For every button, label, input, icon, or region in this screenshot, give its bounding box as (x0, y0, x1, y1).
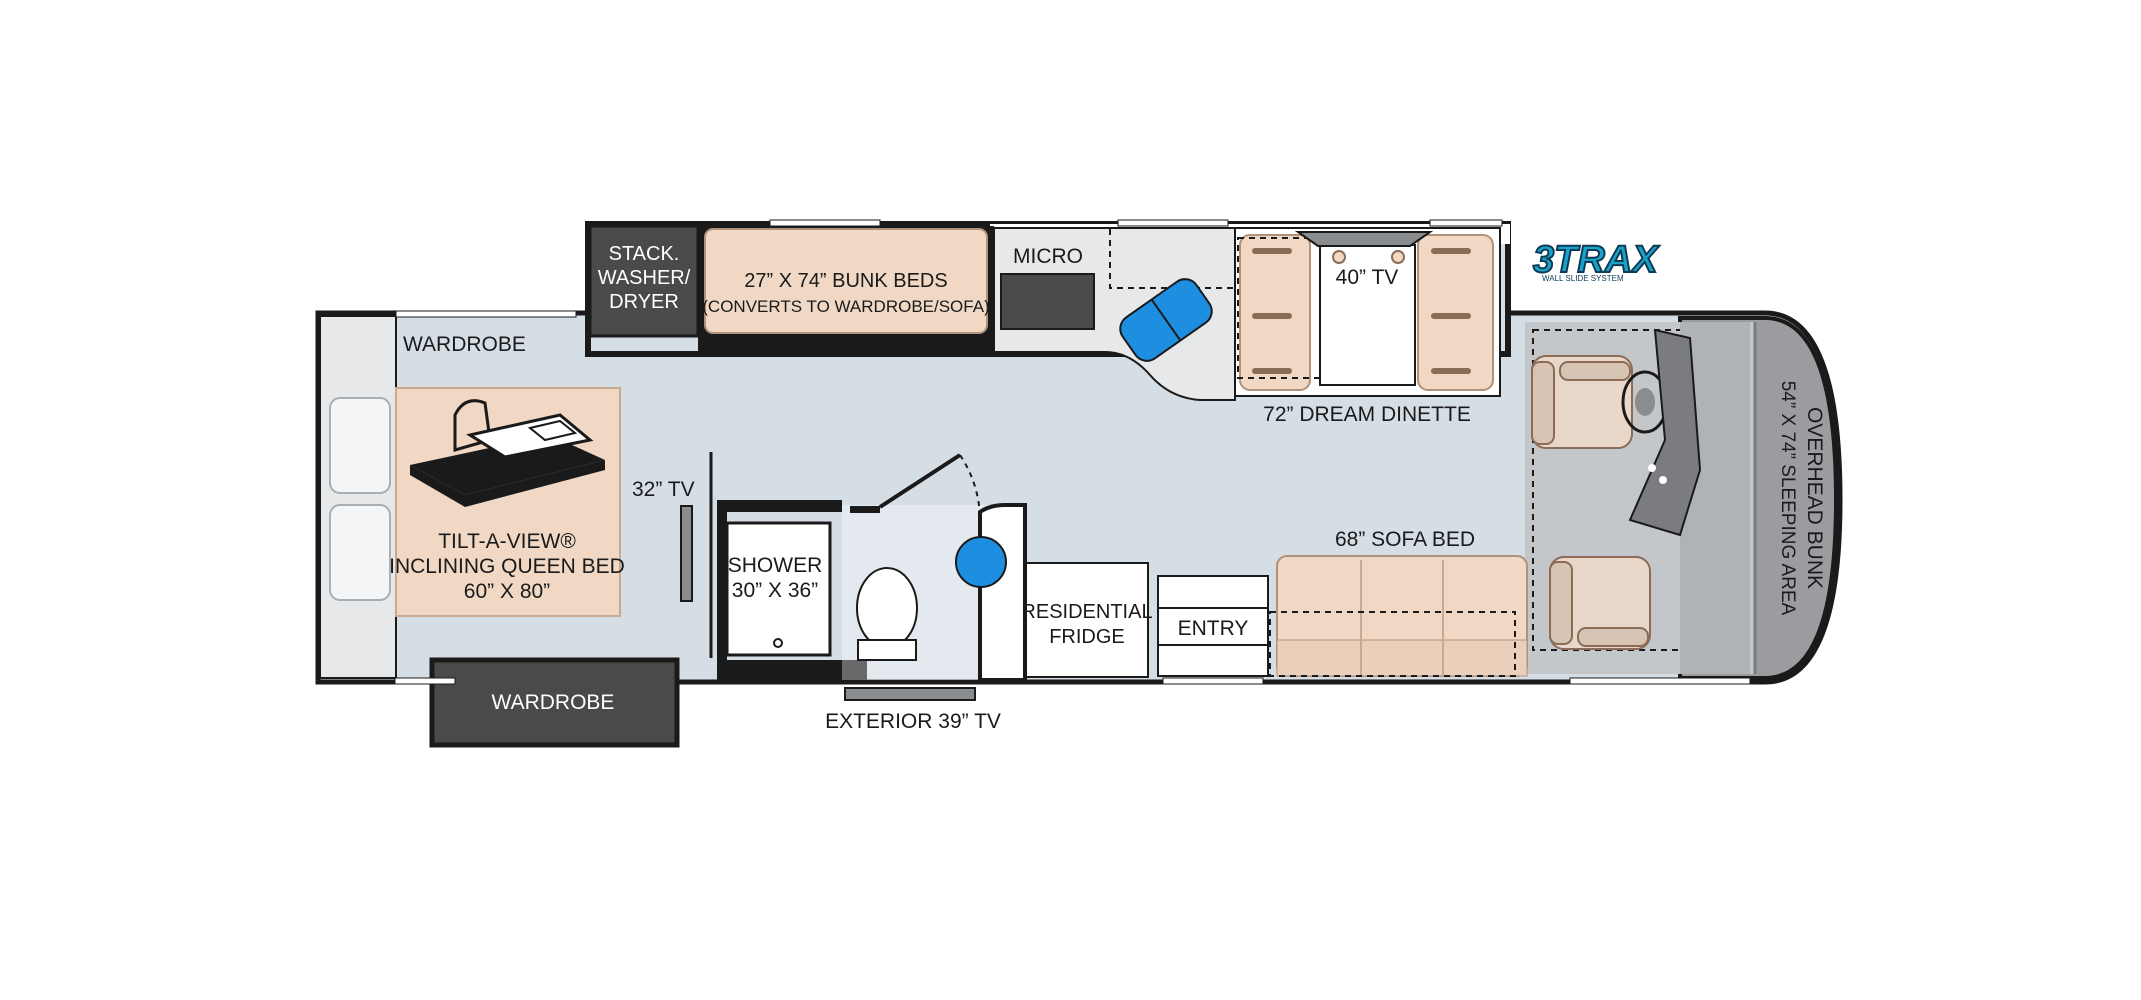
bed-label-line1: TILT-A-VIEW® (438, 530, 576, 553)
tilt-bed-icon (410, 399, 605, 507)
wardrobe-top-label: WARDROBE (403, 333, 526, 356)
dinette-label: 72” DREAM DINETTE (1263, 403, 1471, 426)
entry-steps (1157, 575, 1269, 677)
toilet (856, 567, 918, 649)
overhead-bunk-label-line2: 54” X 74” SLEEPING AREA (1777, 381, 1798, 616)
micro-label: MICRO (1013, 245, 1083, 268)
fridge-label-line1: RESIDENTIAL (1021, 601, 1152, 623)
driver-seat (1531, 355, 1633, 449)
bottom-wardrobe (429, 657, 680, 748)
bunk-label-line1: 27” X 74” BUNK BEDS (744, 270, 947, 292)
bed-label-line2: INCLINING QUEEN BED (389, 555, 625, 578)
svg-text:3TRAX: 3TRAX (1533, 239, 1660, 281)
tv-32 (680, 505, 693, 602)
residential-fridge (1025, 562, 1149, 678)
dashboard (1628, 328, 1702, 537)
washer-label-line2: WASHER/ (598, 267, 691, 289)
bunk-beds (704, 228, 988, 334)
shower-label-line2: 30” X 36” (732, 579, 818, 602)
bunk-label-line2: (CONVERTS TO WARDROBE/SOFA) (702, 297, 989, 316)
kitchen-sink (1119, 278, 1213, 362)
exterior-tv-label: EXTERIOR 39” TV (825, 710, 1001, 733)
kitchen-counter (993, 227, 1236, 401)
washer-label-line1: STACK. (609, 243, 680, 265)
tv-40 (1294, 231, 1434, 247)
bed-label-line3: 60” X 80” (464, 580, 550, 603)
exterior-tv (844, 687, 976, 701)
shower (725, 521, 832, 657)
svg-text:WALL SLIDE SYSTEM: WALL SLIDE SYSTEM (1542, 274, 1624, 283)
passenger-seat (1549, 556, 1651, 650)
washer-label-line3: DRYER (609, 291, 679, 313)
tv-40-label: 40” TV (1336, 266, 1399, 289)
washer-dryer (588, 224, 700, 338)
dinette-table (1319, 244, 1416, 386)
sink (955, 536, 1007, 588)
fridge-label-line2: FRIDGE (1049, 626, 1125, 648)
entry-label: ENTRY (1178, 617, 1249, 640)
tv-32-label: 32” TV (632, 478, 695, 501)
overhead-bunk-label-line1: OVERHEAD BUNK (1803, 407, 1826, 589)
wardrobe-bottom-label: WARDROBE (492, 691, 615, 714)
shower-label-line1: SHOWER (728, 554, 823, 577)
microwave (1000, 273, 1095, 330)
rear-wall-cabinets (319, 315, 397, 679)
3trax-logo: 3TRAX WALL SLIDE SYSTEM (1532, 238, 1661, 283)
sofa-bed-label: 68” SOFA BED (1335, 528, 1475, 551)
